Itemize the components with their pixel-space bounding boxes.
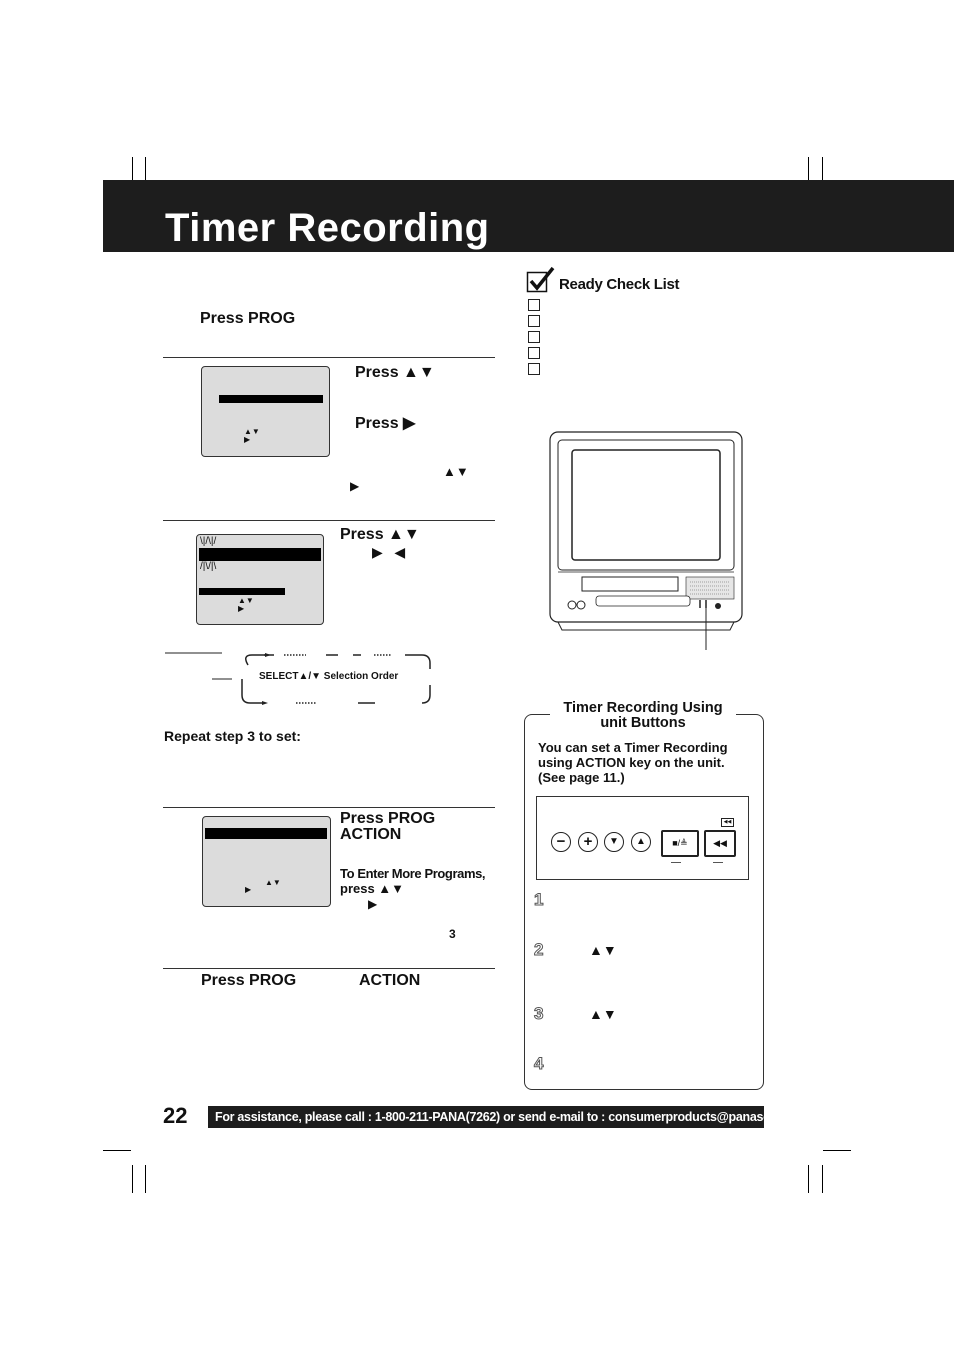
step4-more-programs: To Enter More Programs,	[340, 866, 486, 881]
step5-action-label: ACTION	[359, 972, 421, 989]
step2-press-updown: Press ▲▼	[355, 364, 435, 381]
step4-press-updown: press ▲▼	[340, 881, 405, 896]
repeat-step-text: Repeat step 3 to set:	[164, 728, 301, 744]
step-divider	[163, 357, 495, 358]
osd-highlight-bar	[199, 548, 321, 561]
crop-mark	[808, 157, 809, 185]
tv-vcr-illustration	[549, 431, 743, 650]
checklist-box	[528, 315, 540, 327]
osd-updown-icon: ▲▼	[244, 427, 260, 436]
crop-mark	[822, 1165, 823, 1193]
crop-mark	[103, 1150, 131, 1151]
page-title: Timer Recording	[165, 206, 490, 250]
title-bar: Timer Recording	[103, 180, 954, 252]
step5-press-label: Press PROG	[201, 972, 297, 989]
panel-step-number: 4	[533, 1054, 544, 1074]
panel-desc-line: (See page 11.)	[538, 770, 625, 785]
osd-updown-icon: ▲▼	[265, 878, 281, 887]
step3-right-left-icons: ▶ ◀	[372, 544, 406, 560]
up-button[interactable]: ▲	[631, 832, 651, 852]
plus-button[interactable]: +	[578, 832, 598, 852]
blink-mark: \|/\|/	[200, 536, 217, 547]
assistance-bar: For assistance, please call : 1-800-211-…	[208, 1106, 816, 1128]
osd-right-icon: ▶	[245, 885, 252, 894]
osd-highlight-bar	[219, 395, 323, 403]
step4-press-label: Press PROG	[340, 810, 436, 827]
panel-indicator-line	[671, 862, 681, 863]
step2-right-icon: ▶	[350, 479, 360, 493]
rewind-button[interactable]: ◀◀	[704, 830, 736, 857]
panel-step-number: 1	[533, 890, 544, 910]
osd-highlight-bar	[205, 828, 327, 839]
crop-mark	[132, 1165, 133, 1193]
panel-step-number: 2	[533, 940, 544, 960]
selection-order-label: SELECT▲/▼ Selection Order	[259, 671, 399, 682]
osd-screen-menu: ▲▼ ▶	[201, 366, 330, 457]
crop-mark	[823, 1150, 851, 1151]
step-divider	[163, 968, 495, 969]
panel-description: You can set a Timer Recording using ACTI…	[538, 740, 728, 785]
checklist-box	[528, 347, 540, 359]
osd-highlight-bar	[199, 588, 285, 595]
assistance-text: For assistance, please call : 1-800-211-…	[215, 1110, 816, 1124]
crop-mark	[145, 1165, 146, 1193]
step3-press-updown: Press ▲▼	[340, 526, 420, 543]
panel-step-number: 3	[533, 1004, 544, 1024]
page-number: 22	[163, 1103, 188, 1128]
panel-desc-line: using ACTION key on the unit.	[538, 755, 725, 770]
stop-eject-button[interactable]: ■/≜	[661, 830, 699, 857]
step4-action-label: ACTION	[340, 826, 402, 843]
rewind-small-icon: ◀◀	[721, 818, 734, 827]
step4-right-icon: ▶	[368, 897, 378, 911]
crop-mark	[822, 157, 823, 185]
selection-order-diagram	[165, 652, 431, 705]
step-divider	[163, 807, 495, 808]
panel-title-line2: unit Buttons	[600, 715, 686, 731]
panel-title: Timer Recording Using unit Buttons	[550, 701, 736, 731]
minus-button[interactable]: −	[551, 832, 571, 852]
panel-desc-line: You can set a Timer Recording	[538, 740, 728, 755]
osd-screen-program: \|/\|/ /|\/|\ ▲▼ ▶	[196, 534, 324, 625]
blink-mark: /|\/|\	[200, 561, 217, 572]
checklist-box	[528, 331, 540, 343]
panel-title-line1: Timer Recording Using	[563, 700, 723, 716]
checklist-box	[528, 363, 540, 375]
step-divider	[163, 520, 495, 521]
step2-updown-icon: ▲▼	[443, 464, 469, 479]
step4-step-ref: 3	[449, 927, 456, 941]
crop-mark	[145, 157, 146, 185]
unit-front-panel: − + ▼ ▲ ■/≜ ◀◀ ◀◀	[536, 796, 749, 880]
osd-screen-summary: ▲▼ ▶	[202, 816, 331, 907]
step2-press-right: Press ▶	[355, 415, 416, 432]
ready-check-title: Ready Check List	[559, 276, 680, 293]
osd-right-icon: ▶	[238, 604, 245, 613]
osd-right-icon: ▶	[244, 435, 251, 444]
panel-step-updown: ▲▼	[589, 1006, 617, 1022]
osd-updown-icon: ▲▼	[238, 596, 254, 605]
panel-step-updown: ▲▼	[589, 942, 617, 958]
down-button[interactable]: ▼	[604, 832, 624, 852]
checklist-box	[528, 299, 540, 311]
step1-label: Press PROG	[200, 310, 296, 327]
panel-indicator-line	[713, 862, 723, 863]
crop-mark	[132, 157, 133, 185]
crop-mark	[808, 1165, 809, 1193]
checkmark-icon	[526, 266, 555, 293]
